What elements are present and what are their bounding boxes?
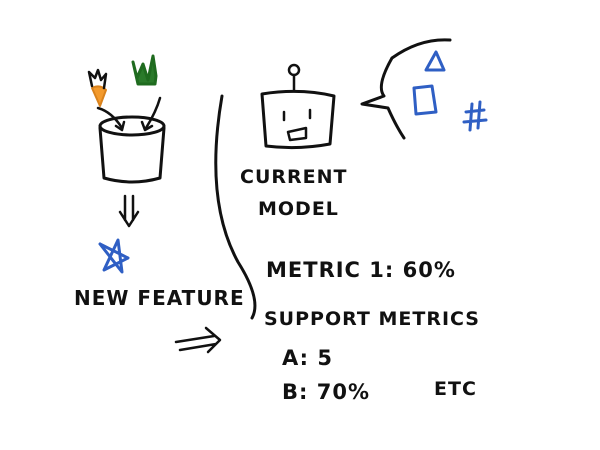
- metric-b-label: B: 70%: [282, 380, 370, 404]
- metric-a-label: A: 5: [282, 346, 333, 370]
- etc-label: ETC: [434, 378, 477, 400]
- metric1-label: METRIC 1: 60%: [266, 258, 456, 282]
- pot-icon: [98, 115, 166, 184]
- support-metrics-label: SUPPORT METRICS: [264, 308, 480, 330]
- star-icon: [98, 238, 130, 274]
- triangle-icon: [424, 50, 446, 72]
- arrow-icon: [174, 326, 222, 354]
- divider-line: [214, 94, 257, 320]
- robot-icon: [260, 63, 336, 150]
- thought-bubble-icon: [360, 38, 452, 140]
- current-model-label-2: MODEL: [258, 198, 339, 220]
- hash-icon: [462, 100, 488, 132]
- carrot-icon: [87, 68, 108, 107]
- arrow-icon: [118, 194, 140, 228]
- broccoli-icon: [131, 54, 158, 86]
- square-icon: [412, 84, 438, 116]
- current-model-label-1: CURRENT: [240, 166, 348, 188]
- arrow-icon: [96, 106, 124, 130]
- new-feature-label: NEW FEATURE: [74, 286, 245, 310]
